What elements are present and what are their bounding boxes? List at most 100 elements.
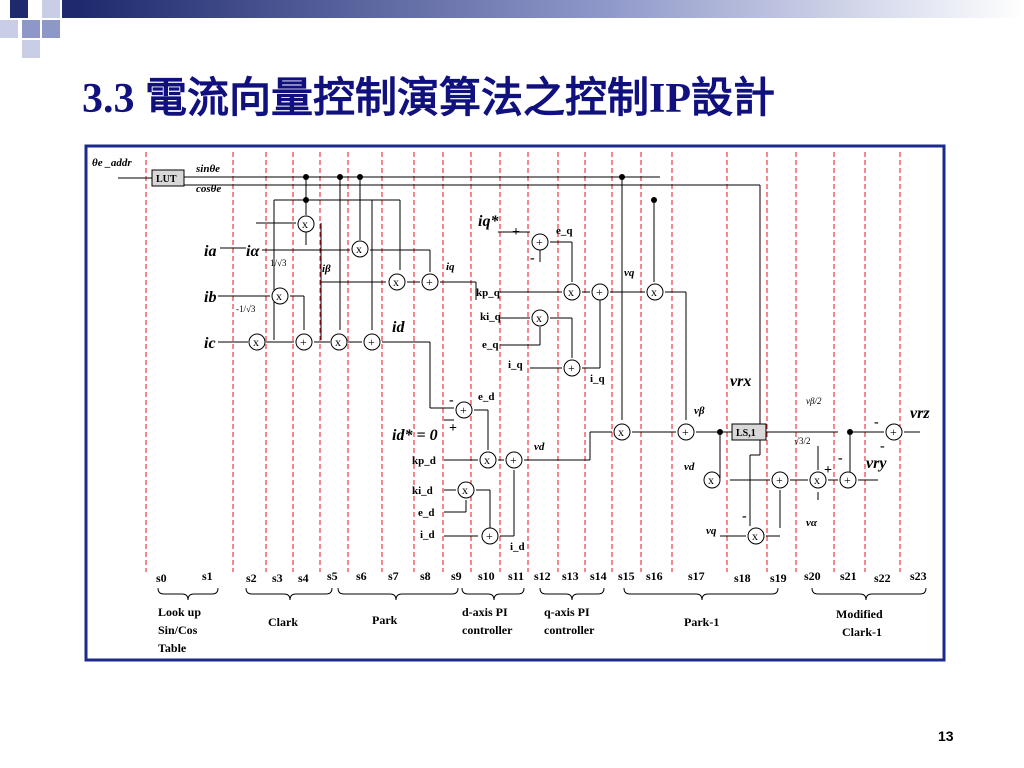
e-d-in-label: e_d [418,507,435,519]
svg-text:x: x [814,473,820,487]
sum-node: + [563,359,581,377]
cos-label: cosθe [196,183,221,195]
svg-text:+: + [460,403,467,417]
svg-text:+: + [682,425,689,439]
svg-text:x: x [536,311,542,325]
id-ref-label: id* = 0 [392,427,438,444]
svg-text:x: x [708,473,714,487]
mult-node: x [271,287,289,305]
e-d-out-label: e_d [478,391,495,403]
svg-text:controller: controller [462,623,513,637]
svg-text:+: + [776,473,783,487]
mult-node: x [248,333,266,351]
mult-node: x [747,527,765,545]
svg-text:+: + [536,235,543,249]
mult-node: x [646,283,664,301]
mult-node: x [330,333,348,351]
stage-label: s19 [770,571,787,585]
e-q-out-label: e_q [556,225,573,237]
stage-label: s18 [734,571,751,585]
coef-a-label: 1/√3 [270,258,287,268]
svg-text:x: x [335,335,341,349]
svg-text:+: + [510,453,517,467]
q-pi-group-label: q-axis PI [544,605,590,619]
diagram-frame [84,144,946,662]
sum-node: + [591,283,609,301]
svg-text:-: - [530,251,535,266]
svg-text:+: + [568,361,575,375]
svg-text:+: + [512,225,520,240]
lut-block: LUT [151,169,185,187]
svg-text:Table: Table [158,641,187,655]
svg-text:x: x [253,335,259,349]
i-d-out-label: i_d [510,541,525,553]
sum-node: + [481,527,499,545]
clark-group-label: Clark [268,615,298,629]
svg-text:+: + [824,463,832,478]
sum-node: + [363,333,381,351]
svg-text:LS,1: LS,1 [736,428,756,439]
ls-block: LS,1 [731,423,767,441]
i-q-out-label: i_q [590,373,606,385]
svg-text:+: + [449,421,457,436]
sum-node: + [421,273,439,291]
vrz-label: vrz [910,405,930,422]
stage-label: s21 [840,569,857,583]
mult-node: x [479,451,497,469]
sum-node: + [531,233,549,251]
mult-node: x [388,273,406,291]
sum-node: + [677,423,695,441]
v-beta-label: vβ [694,405,705,417]
v-d-label: vd [684,461,695,473]
mult-node: x [297,215,315,233]
stage-label: s8 [420,569,431,583]
svg-text:+: + [844,473,851,487]
ib-label: ib [204,289,216,306]
svg-text:-: - [449,393,454,408]
stage-label: s13 [562,569,579,583]
kp-d-label: kp_d [412,455,436,467]
coef-b-label: -1/√3 [236,304,256,314]
svg-text:x: x [484,453,490,467]
sin-label: sinθe [195,163,220,175]
park-group-label: Park [372,613,398,627]
wires [118,176,920,537]
svg-text:x: x [276,289,282,303]
ic-label: ic [204,335,216,352]
lookup-group-label: Look up [158,605,201,619]
id-label: id [392,319,405,336]
sum-node: + [885,423,903,441]
operator-nodes: x x x x + x + x + + x + x x + + x + x + … [248,215,903,545]
svg-text:+: + [890,425,897,439]
svg-text:x: x [752,529,758,543]
stage-label: s2 [246,571,257,585]
mult-node: x [809,471,827,489]
svg-text:x: x [356,242,362,256]
i-d-in-label: i_d [420,529,435,541]
kp-q-label: kp_q [476,287,501,299]
ia-label: ia [204,243,216,260]
i-q-in-label: i_q [508,359,524,371]
vd-mid-label: vd [534,441,545,453]
iq-ref-label: iq* [478,213,499,230]
stage-label: s3 [272,571,283,585]
sum-node: + [455,401,473,419]
svg-text:+: + [486,529,493,543]
vrx-label: vrx [730,373,751,390]
mult-node: x [703,471,721,489]
group-labels: Look up Sin/Cos Table Clark Park d-axis … [158,605,883,655]
stage-label: s23 [910,569,927,583]
svg-text:x: x [393,275,399,289]
stage-label: s9 [451,569,462,583]
slide-title: 3.3 電流向量控制演算法之控制IP設計 [82,76,776,122]
ki-d-label: ki_d [412,485,433,497]
stage-divider-lines [145,152,901,572]
vbeta-half-label: vβ/2 [806,396,822,406]
stage-label: s10 [478,569,495,583]
svg-text:x: x [302,217,308,231]
svg-text:+: + [368,335,375,349]
svg-text:-: - [880,439,885,454]
i-alpha-label: iα [246,243,260,260]
svg-text:x: x [618,425,624,439]
stage-label: s5 [327,569,338,583]
